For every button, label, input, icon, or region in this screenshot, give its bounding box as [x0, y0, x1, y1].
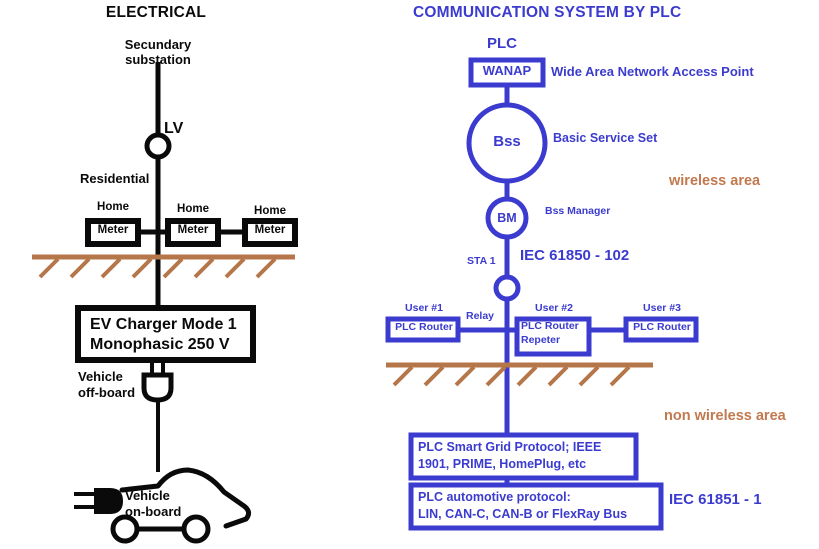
user2-router-label-line2: Repeter	[521, 334, 561, 346]
wanap-expansion-label: Wide Area Network Access Point	[551, 64, 754, 79]
home-caption-3: Home	[254, 205, 286, 217]
protocol-smart-grid-line2: 1901, PRIME, HomePlug, etc	[418, 457, 587, 471]
meter-label-3: Meter	[254, 224, 286, 236]
user1-caption: User #1	[405, 302, 443, 314]
sta1-label: STA 1	[467, 255, 496, 267]
residential-label: Residential	[80, 171, 150, 186]
bm-expansion-label: Bss Manager	[545, 205, 611, 217]
meter-label-2: Meter	[177, 224, 209, 236]
bss-expansion-label: Basic Service Set	[553, 131, 658, 145]
plc-router-box-user1	[385, 316, 461, 343]
meter-label-1: Meter	[97, 224, 129, 236]
ev-charger-label-line1: EV Charger Mode 1	[90, 316, 237, 333]
relay-label: Relay	[466, 310, 495, 322]
plc-router-box-user2	[514, 316, 592, 357]
protocol-smart-grid-box	[408, 432, 639, 481]
protocol-automotive-line1: PLC automotive protocol:	[418, 490, 571, 504]
page-title-communication: COMMUNICATION SYSTEM BY PLC	[413, 4, 682, 21]
ground-hatch-left	[38, 257, 277, 279]
car-body-outline	[119, 467, 252, 529]
protocol-smart-grid-line1: PLC Smart Grid Protocol; IEEE	[418, 440, 602, 454]
wanap-box-label: WANAP	[482, 63, 532, 78]
ground-hatch-right	[392, 365, 631, 387]
standard-iec61851-label: IEC 61851 - 1	[669, 491, 762, 508]
vehicle-onboard-label-line2: on-board	[125, 504, 182, 519]
meter-box-2	[165, 218, 221, 247]
page-title-electrical: ELECTRICAL	[105, 4, 207, 21]
lv-node-circle	[144, 132, 172, 160]
user2-router-label-line1: PLC Router	[521, 320, 579, 332]
plc-router-box-user3	[623, 316, 699, 343]
ev-charger-box	[75, 305, 256, 363]
user1-router-label: PLC Router	[395, 321, 453, 333]
meter-box-1	[85, 218, 141, 247]
car-wheel-rear	[181, 514, 211, 544]
vehicle-inlet-plug-icon	[94, 488, 123, 514]
car-wheel-front	[110, 514, 140, 544]
vehicle-offboard-label-line2: off-board	[78, 385, 136, 400]
protocol-automotive-line2: LIN, CAN-C, CAN-B or FlexRay Bus	[418, 507, 628, 521]
home-caption-2: Home	[177, 203, 209, 215]
plc-label: PLC	[487, 35, 517, 52]
standard-iec61850-label: IEC 61850 - 102	[520, 247, 630, 264]
meter-box-3	[242, 218, 298, 247]
user3-router-label: PLC Router	[633, 321, 691, 333]
ev-charger-label-line2: Monophasic 250 V	[90, 336, 230, 353]
user2-caption: User #2	[535, 302, 573, 314]
protocol-automotive-box	[408, 482, 664, 531]
bm-node-label: BM	[497, 211, 517, 225]
vehicle-onboard-label-line1: Vehicle	[125, 488, 170, 503]
vehicle-offboard-label-line1: Vehicle	[78, 369, 123, 384]
bss-node-label: Bss	[493, 133, 521, 150]
lv-label: LV	[164, 120, 184, 137]
user3-caption: User #3	[643, 302, 681, 314]
home-caption-1: Home	[97, 201, 129, 213]
sta1-node-circle	[493, 274, 521, 302]
substation-label-line1: Secundary	[124, 37, 192, 52]
wireless-area-label: wireless area	[669, 173, 761, 189]
plug-body	[141, 372, 174, 403]
non-wireless-area-label: non wireless area	[664, 408, 786, 424]
substation-label-line2: substation	[125, 52, 191, 67]
